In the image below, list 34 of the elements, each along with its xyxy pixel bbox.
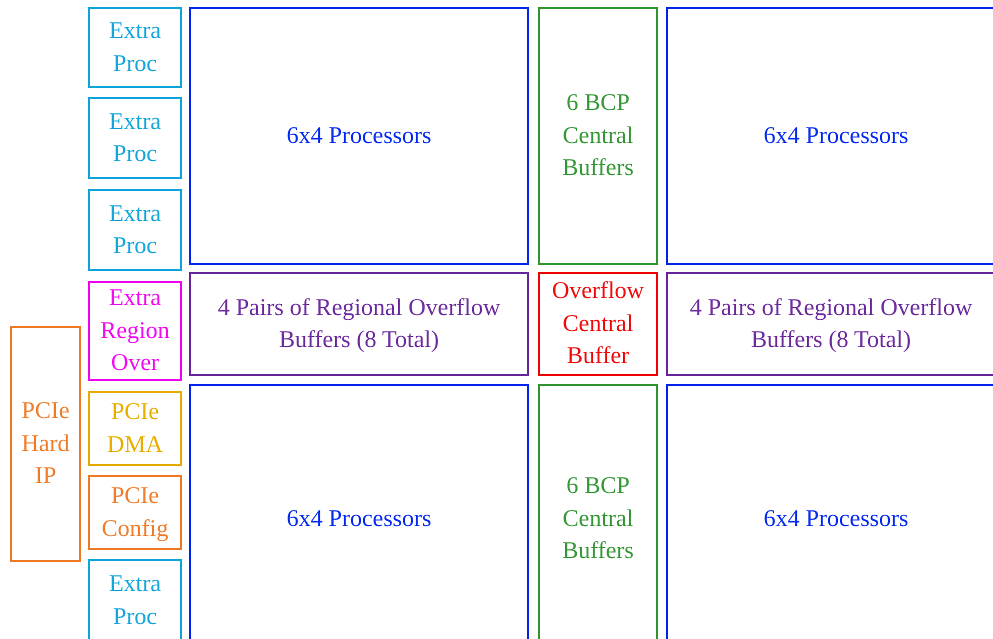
processor-block: [88, 7, 182, 88]
block-label: PCIe DMA: [106, 398, 164, 460]
buffer-block: [538, 7, 658, 265]
block-label: 6x4 Processors: [762, 122, 910, 151]
block-label: PCIe Config: [100, 482, 170, 544]
processor-block: [88, 189, 182, 271]
processor-array: [189, 384, 529, 639]
buffer-block: [538, 272, 658, 376]
block-label: 6x4 Processors: [286, 122, 432, 151]
interface-block: [10, 326, 81, 562]
block-label: 4 Pairs of Regional Overflow Buffers (8 Total): [216, 294, 502, 355]
processor-block: [88, 97, 182, 179]
block-label: Extra Proc: [108, 570, 162, 632]
block-label: Extra Proc: [108, 17, 162, 78]
block-label: Extra Proc: [108, 200, 162, 261]
processor-array: [666, 7, 993, 265]
block-label: 6 BCP Central Buffers: [561, 472, 635, 566]
buffer-block: [666, 272, 993, 376]
processor-array: [666, 384, 993, 639]
block-label: 6x4 Processors: [762, 504, 910, 534]
region-block: [88, 281, 182, 381]
block-label: Extra Proc: [108, 108, 162, 169]
dma-block: [88, 391, 182, 466]
config-block: [88, 475, 182, 550]
processor-block: [88, 559, 182, 639]
block-label: Overflow Central Buffer: [551, 277, 645, 372]
block-label: 6 BCP Central Buffers: [561, 89, 635, 184]
processor-array: [189, 7, 529, 265]
block-label: Extra Region Over: [99, 284, 171, 378]
block-label: 6x4 Processors: [286, 504, 432, 534]
block-label: PCIe Hard IP: [20, 397, 70, 492]
block-label: 4 Pairs of Regional Overflow Buffers (8 Total): [688, 294, 974, 355]
buffer-block: [538, 384, 658, 639]
buffer-block: [189, 272, 529, 376]
